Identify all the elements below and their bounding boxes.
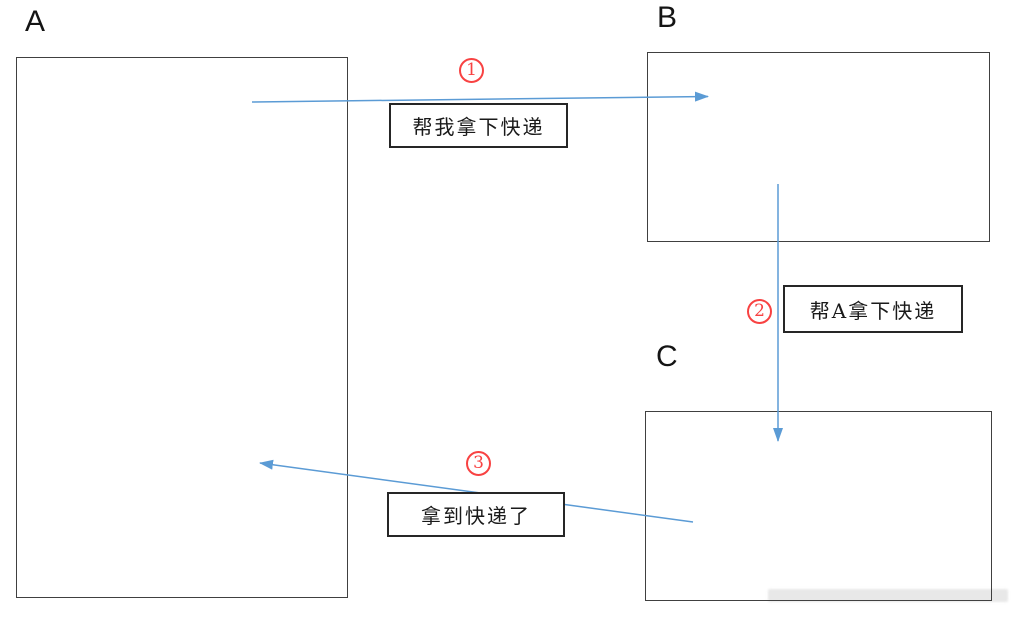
step-number-2: 2	[754, 301, 765, 321]
step-badge-2: 2	[747, 299, 772, 324]
message-text-2: 帮A拿下快递	[809, 298, 937, 323]
message-box-2: 帮A拿下快递	[783, 285, 963, 333]
node-label-a: A	[25, 5, 46, 38]
message-text-1: 帮我拿下快递	[412, 115, 545, 139]
message-box-1: 帮我拿下快递	[389, 103, 568, 148]
node-box-b	[647, 52, 990, 242]
step-badge-3: 3	[466, 451, 491, 476]
message-box-3: 拿到快递了	[387, 492, 565, 537]
step-badge-1: 1	[459, 58, 484, 83]
node-label-c: C	[656, 340, 678, 373]
message-text-3: 拿到快递了	[421, 504, 531, 528]
step-number-1: 1	[466, 60, 477, 80]
node-box-c	[645, 411, 992, 601]
node-box-a	[16, 57, 348, 598]
step-number-3: 3	[473, 453, 484, 473]
watermark-remnant	[768, 589, 1008, 602]
node-label-b: B	[657, 1, 678, 34]
